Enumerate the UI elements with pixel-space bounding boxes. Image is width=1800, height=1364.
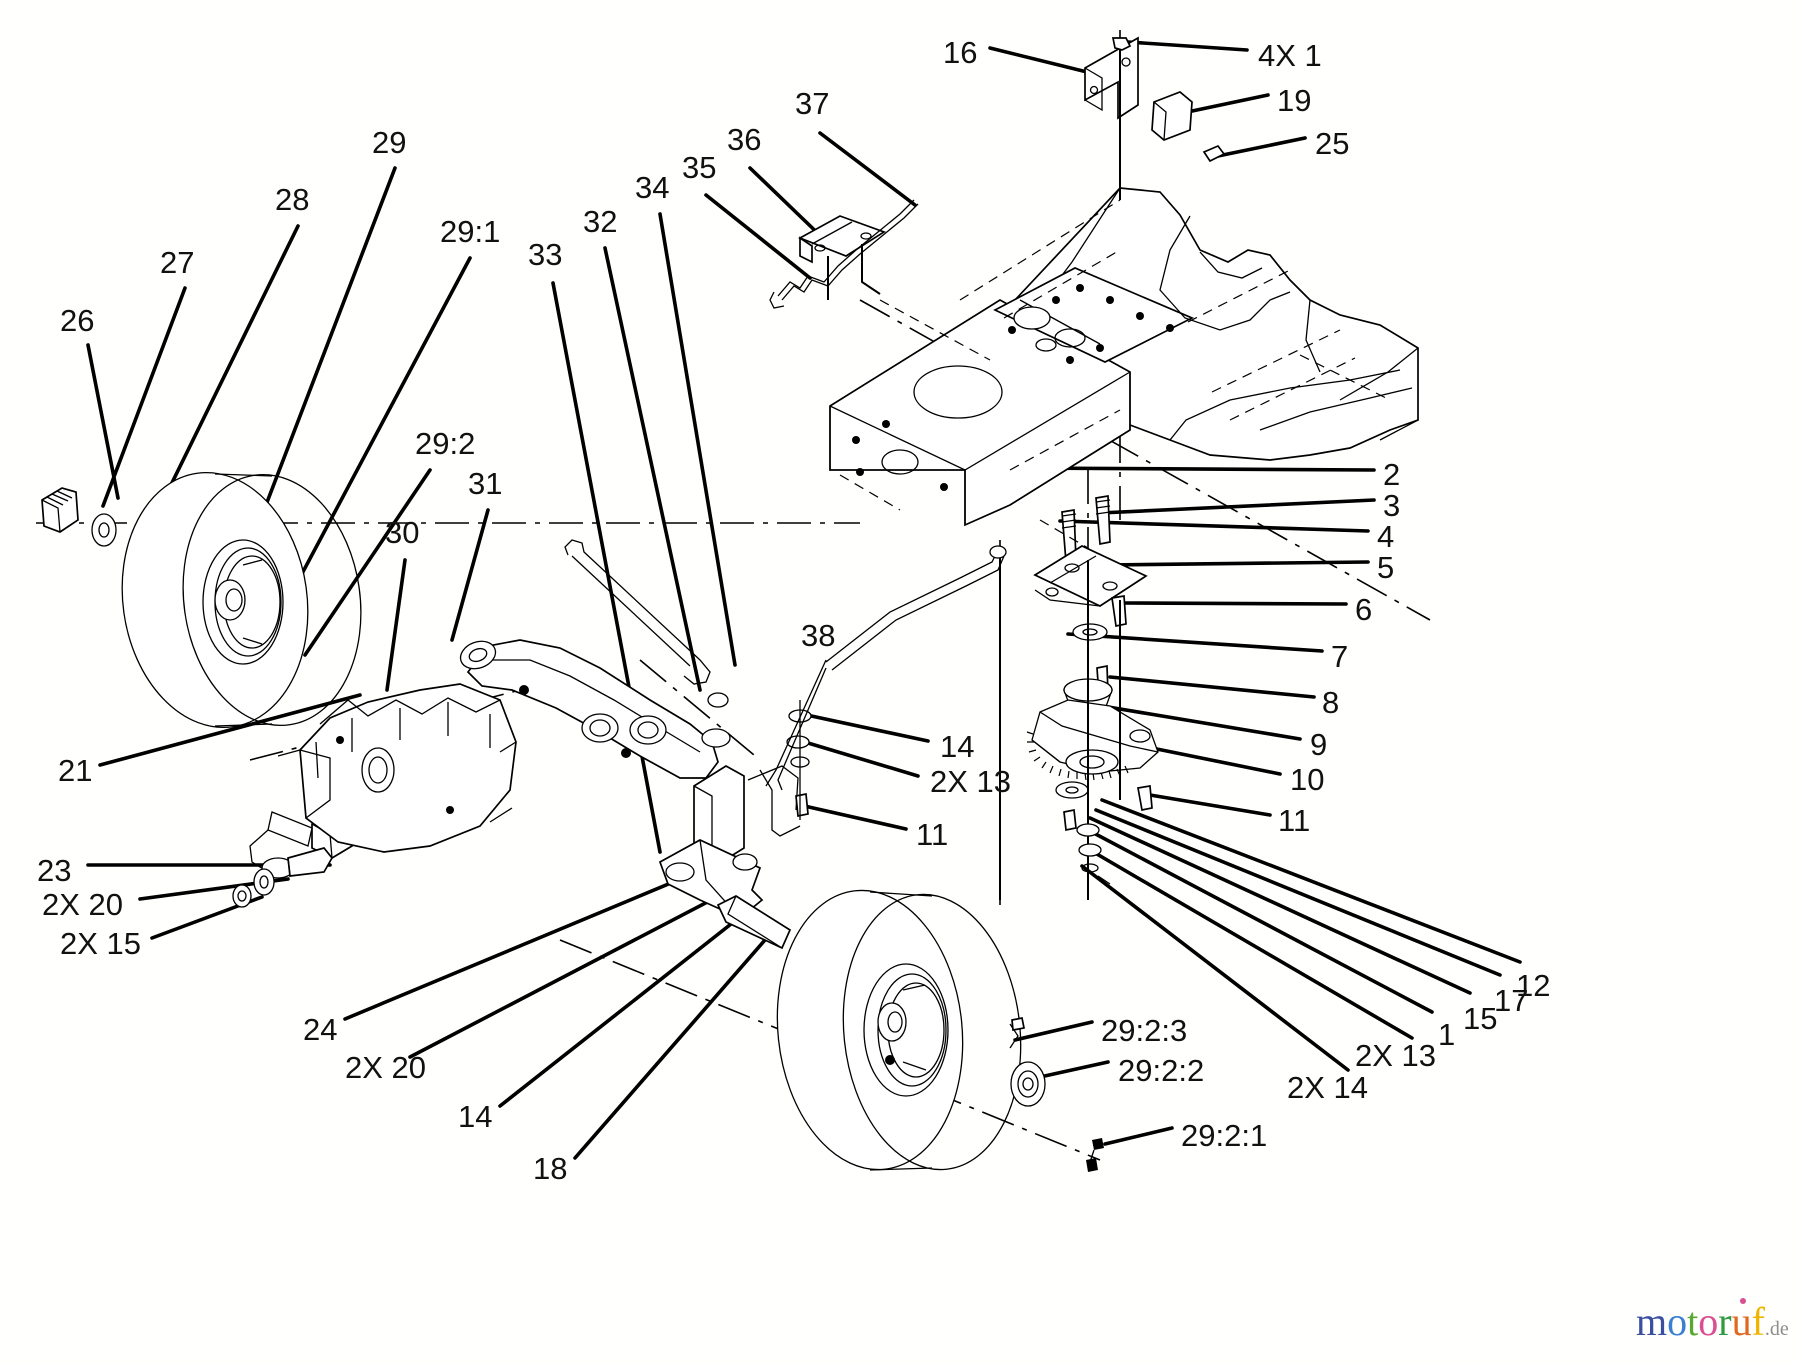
washer-part-20 [253, 868, 275, 896]
callout-34: 34 [635, 170, 670, 205]
callout-30: 30 [385, 515, 420, 550]
bracket-part-16 [1084, 36, 1139, 120]
callout-29-2-1: 29:2:1 [1181, 1118, 1268, 1153]
callout-1: 1 [1438, 1017, 1456, 1052]
callout-3: 3 [1383, 488, 1401, 523]
callout-27: 27 [160, 245, 195, 280]
logo-letter-t: t [1687, 1299, 1699, 1344]
right-wheel-assembly [776, 889, 1022, 1171]
callout-16: 16 [943, 35, 978, 70]
pin-part-18 [716, 895, 792, 950]
leader-lines [86, 40, 1522, 1160]
bearing-part-29-2-2 [1010, 1061, 1046, 1107]
callout-5: 5 [1377, 550, 1395, 585]
logo-letter-r: r [1718, 1299, 1732, 1344]
callout-29-2-3: 29:2:3 [1101, 1013, 1188, 1048]
logo-letter-u: u [1731, 1299, 1752, 1344]
logo-letter-o1: o [1667, 1299, 1688, 1344]
callout-26: 26 [60, 303, 95, 338]
clip-part-19 [1151, 91, 1193, 141]
callout-24: 24 [303, 1012, 338, 1047]
washer-part-27 [91, 513, 117, 547]
callout-4x1: 4X 1 [1258, 38, 1322, 73]
callout-37: 37 [795, 86, 830, 121]
bolt-part-29-2-1 [1086, 1138, 1104, 1172]
callout-23: 23 [37, 853, 72, 888]
callout-35: 35 [682, 150, 717, 185]
callout-29: 29 [372, 125, 407, 160]
spindle-hardware-stack [1026, 495, 1159, 900]
logo-letter-o2: o [1698, 1299, 1719, 1344]
callout-2x14: 2X 14 [1287, 1070, 1369, 1105]
callout-2x20-lower: 2X 20 [345, 1050, 427, 1085]
callout-10: 10 [1290, 762, 1325, 797]
callout-36: 36 [727, 122, 762, 157]
callout-14-middle: 14 [940, 729, 975, 764]
callout-7: 7 [1331, 639, 1349, 674]
callout-6: 6 [1355, 592, 1373, 627]
callout-29-2-2: 29:2:2 [1118, 1053, 1205, 1088]
callout-32: 32 [583, 204, 618, 239]
callout-2x13-middle: 2X 13 [930, 764, 1012, 799]
callout-9: 9 [1310, 727, 1328, 762]
spring-rod-part-37 [769, 199, 919, 309]
bolt-part-23 [287, 847, 334, 877]
callout-38: 38 [801, 618, 836, 653]
callout-15-right: 15 [1463, 1001, 1498, 1036]
pin-part-29-2-3 [1009, 1016, 1026, 1049]
callout-25: 25 [1315, 126, 1350, 161]
callout-31: 31 [468, 466, 503, 501]
callout-11-right: 11 [1278, 803, 1311, 838]
callout-2x15: 2X 15 [60, 926, 142, 961]
deck-bracket-part-24 [277, 683, 517, 853]
callout-28: 28 [275, 182, 310, 217]
callout-2x13-bottom: 2X 13 [1355, 1038, 1437, 1073]
hidden-detail-lines [959, 199, 1121, 549]
callout-8: 8 [1322, 685, 1340, 720]
callout-29-2: 29:2 [415, 426, 476, 461]
callout-29-1: 29:1 [440, 214, 501, 249]
bolt-part-1-top [1111, 37, 1132, 200]
callout-19: 19 [1277, 83, 1312, 118]
callout-12: 12 [1516, 968, 1551, 1003]
rod-part-38 [825, 545, 1007, 671]
callout-2: 2 [1383, 457, 1401, 492]
callout-18: 18 [533, 1151, 568, 1186]
logo-letter-f: f [1751, 1299, 1765, 1344]
left-wheel-assembly [121, 471, 362, 729]
motoruf-watermark-logo: motoruf.de [1636, 1298, 1789, 1344]
callout-4: 4 [1377, 519, 1395, 554]
nut-part-15 [232, 884, 252, 908]
nut-part-26 [41, 487, 79, 533]
mower-deck-housing [829, 187, 1419, 527]
callout-17: 17 [1494, 983, 1529, 1018]
callout-2x20-upper: 2X 20 [42, 887, 124, 922]
logo-dot [1740, 1298, 1746, 1304]
callout-11-middle: 11 [916, 817, 949, 852]
center-hardware-stack [759, 550, 1001, 900]
pin-part-25 [1202, 144, 1226, 163]
logo-suffix-de: .de [1764, 1318, 1789, 1340]
callout-14-bottom: 14 [458, 1099, 493, 1134]
callout-21: 21 [58, 753, 93, 788]
logo-letter-m: m [1636, 1299, 1668, 1344]
callout-33: 33 [528, 237, 563, 272]
